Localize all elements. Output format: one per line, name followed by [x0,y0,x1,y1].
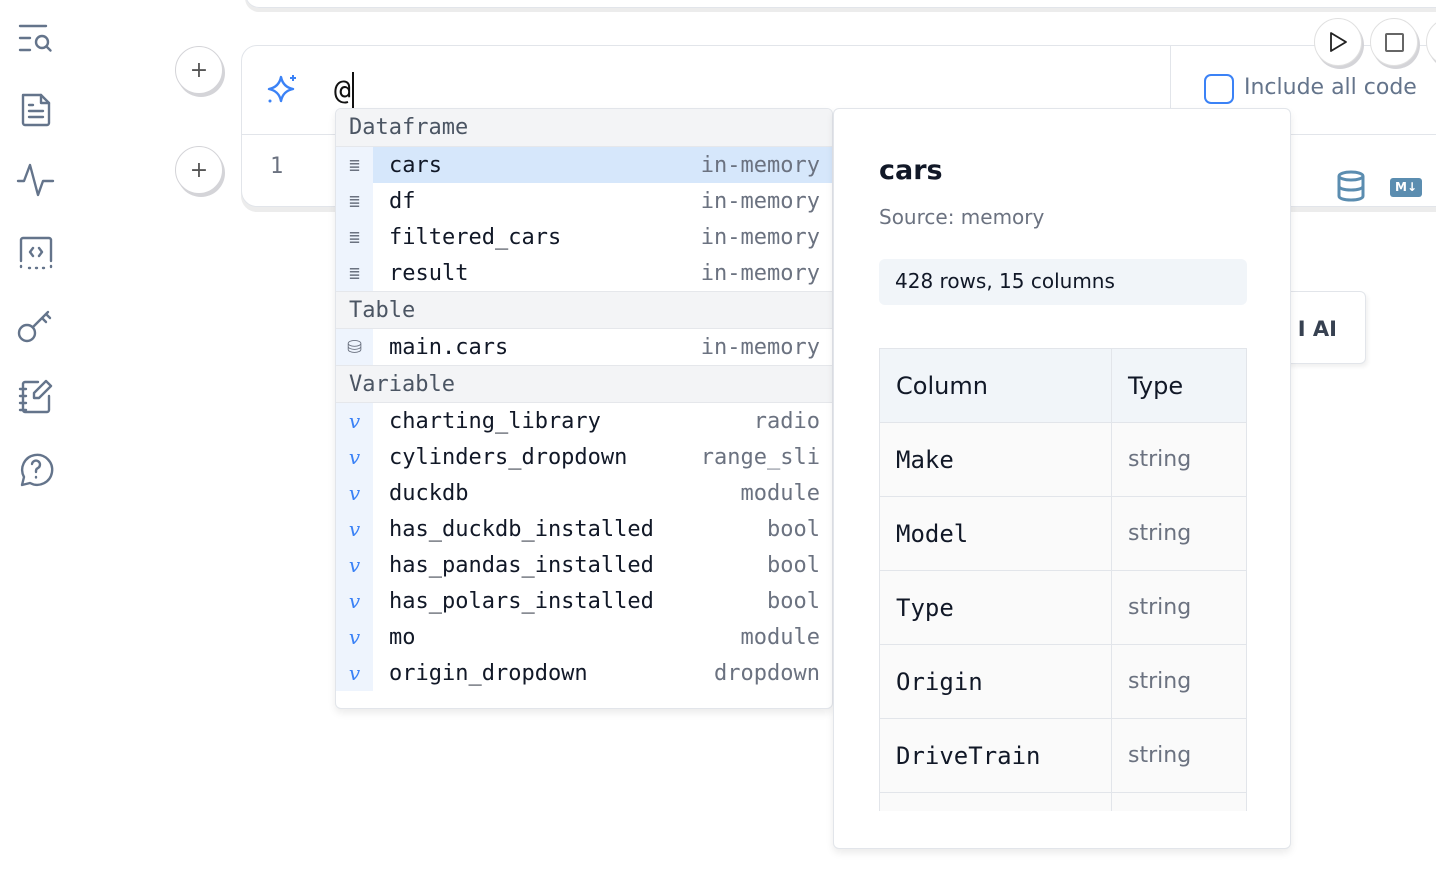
completion-item[interactable]: v charting_library radio [336,403,832,439]
completion-item[interactable]: v origin_dropdown dropdown [336,655,832,691]
item-name: cylinders_dropdown [389,444,628,470]
item-name: duckdb [389,480,469,506]
info-stats: 428 rows, 15 columns [879,259,1247,305]
item-name: main.cars [389,334,509,360]
variable-icon: v [336,619,373,655]
column-name: Type [879,570,1112,645]
variable-icon: v [336,547,373,583]
item-type: in-memory [700,152,820,178]
column-name: Origin [879,644,1112,719]
dataframe-icon: ≣ [336,183,373,219]
info-title: cars [879,155,943,186]
item-type: radio [753,408,820,434]
previous-cell [245,0,1436,8]
item-type: in-memory [700,334,820,360]
section-header: Variable [336,365,832,403]
code-box-icon[interactable] [16,233,56,273]
column-type: string [1111,570,1247,645]
completion-item[interactable]: v has_duckdb_installed bool [336,511,832,547]
help-chat-icon[interactable] [16,449,56,489]
run-button[interactable] [1314,18,1362,66]
section-header: Dataframe [336,109,832,147]
item-type: in-memory [700,188,820,214]
item-name: charting_library [389,408,601,434]
dataframe-icon: ≣ [336,255,373,291]
item-type: range_sli [700,444,820,470]
include-all-code-checkbox[interactable] [1204,74,1234,104]
completion-item[interactable]: ⛁ main.cars in-memory [336,329,832,365]
item-type: bool [767,588,820,614]
column-type: string [1111,496,1247,571]
variable-icon: v [336,403,373,439]
header-column: Column [879,348,1112,423]
item-name: result [389,260,469,286]
column-type: string [1111,422,1247,497]
section-header: Table [336,291,832,329]
item-type: module [740,624,820,650]
completion-item[interactable]: ≣ df in-memory [336,183,832,219]
variable-icon: v [336,511,373,547]
variable-icon: v [336,439,373,475]
completion-item[interactable]: ≣ result in-memory [336,255,832,291]
variable-icon: v [336,475,373,511]
completion-item[interactable]: ≣ filtered_cars in-memory [336,219,832,255]
variable-icon: v [336,655,373,691]
item-name: origin_dropdown [389,660,588,686]
include-all-code-label: Include all code [1244,75,1417,100]
item-type: in-memory [700,260,820,286]
item-name: mo [389,624,416,650]
add-cell-below-button[interactable]: + [175,146,223,194]
item-name: has_duckdb_installed [389,516,654,542]
item-name: df [389,188,416,214]
item-name: filtered_cars [389,224,562,250]
item-type: bool [767,552,820,578]
markdown-icon[interactable]: M↓ [1390,178,1422,197]
activity-icon[interactable] [16,161,56,201]
completion-item[interactable]: v has_pandas_installed bool [336,547,832,583]
line-number: 1 [270,154,284,179]
add-cell-above-button[interactable]: + [175,46,223,94]
table-icon: ⛁ [336,329,373,365]
item-name: cars [389,152,442,178]
column-type: string [1111,644,1247,719]
database-icon[interactable] [1336,170,1366,202]
dataframe-icon: ≣ [336,147,373,183]
item-type: dropdown [714,660,820,686]
item-type: in-memory [700,224,820,250]
sparkle-icon [267,75,296,103]
completion-item[interactable]: v cylinders_dropdown range_sli [336,439,832,475]
column-type: string [1111,718,1247,793]
completion-item[interactable]: ≣ cars in-memory [336,147,832,183]
key-icon[interactable] [16,305,56,345]
prompt-input[interactable]: @ [334,72,354,108]
notebook-pen-icon[interactable] [16,377,56,417]
item-type: module [740,480,820,506]
column-name: DriveTrain [879,718,1112,793]
dataframe-icon: ≣ [336,219,373,255]
variable-icon: v [336,583,373,619]
column-name: Model [879,496,1112,571]
item-name: has_pandas_installed [389,552,654,578]
search-list-icon[interactable] [16,18,56,58]
item-type: bool [767,516,820,542]
header-type: Type [1111,348,1247,423]
dataframe-info-panel: cars Source: memory 428 rows, 15 columns… [833,108,1291,849]
completion-item[interactable]: v has_polars_installed bool [336,583,832,619]
stop-button[interactable] [1370,18,1418,66]
column-name: Make [879,422,1112,497]
file-text-icon[interactable] [16,89,56,129]
item-name: has_polars_installed [389,588,654,614]
info-source: Source: memory [879,205,1045,229]
